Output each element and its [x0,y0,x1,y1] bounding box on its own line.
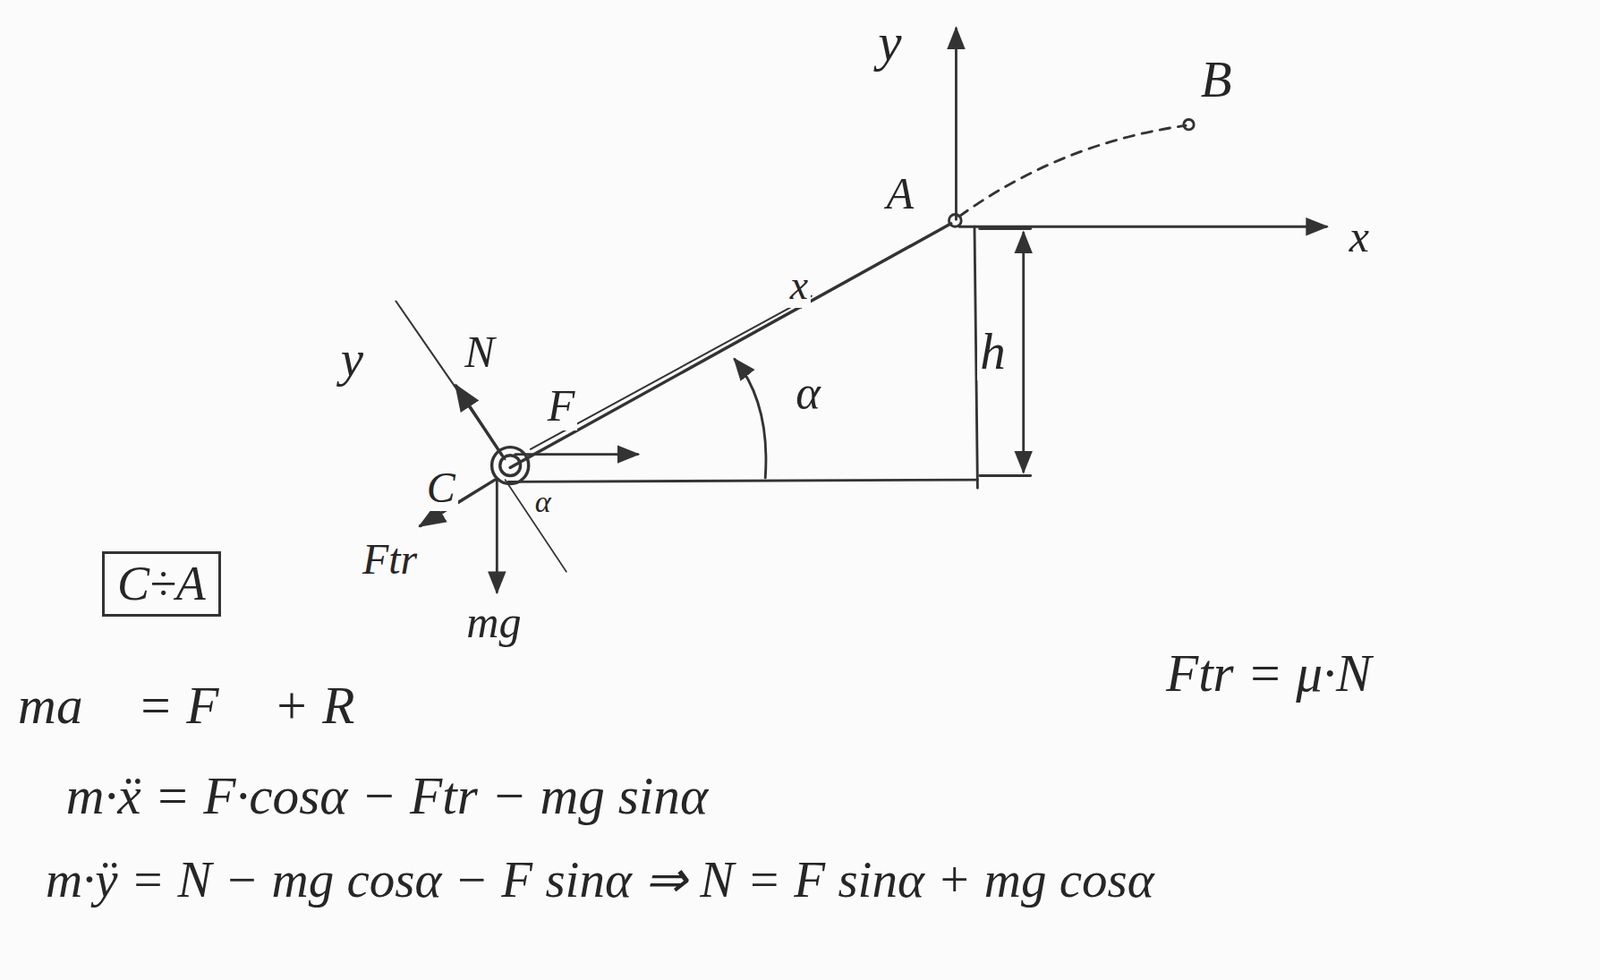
symbol-label: α [792,366,824,419]
equation: Ftr = μ·N [1163,644,1375,703]
symbol-label: A [883,169,917,219]
equation: m·ẍ = F·cosα − Ftr − mg sinα [63,766,711,826]
symbol-label: mg [463,597,524,647]
symbol-label: Ftr [359,536,420,584]
symbol-label: h [977,323,1009,381]
equation: ma⃗ = F⃗ + R⃗ [15,676,400,735]
symbol-label: x [787,263,811,308]
symbol-label: N [461,327,497,377]
symbol-label: y [875,13,904,72]
section-label: C÷A [117,556,206,611]
symbol-label: α [532,485,554,520]
boxed-label: C÷A [102,551,222,617]
symbol-label: x [1346,212,1372,262]
symbol-label: B [1198,51,1235,109]
symbol-label: y [338,331,366,388]
symbol-label: F [544,381,579,431]
symbol-label: C [424,464,459,512]
equation: m·ÿ = N − mg cosα − F sinα ⇒ N = F sinα … [42,851,1158,909]
